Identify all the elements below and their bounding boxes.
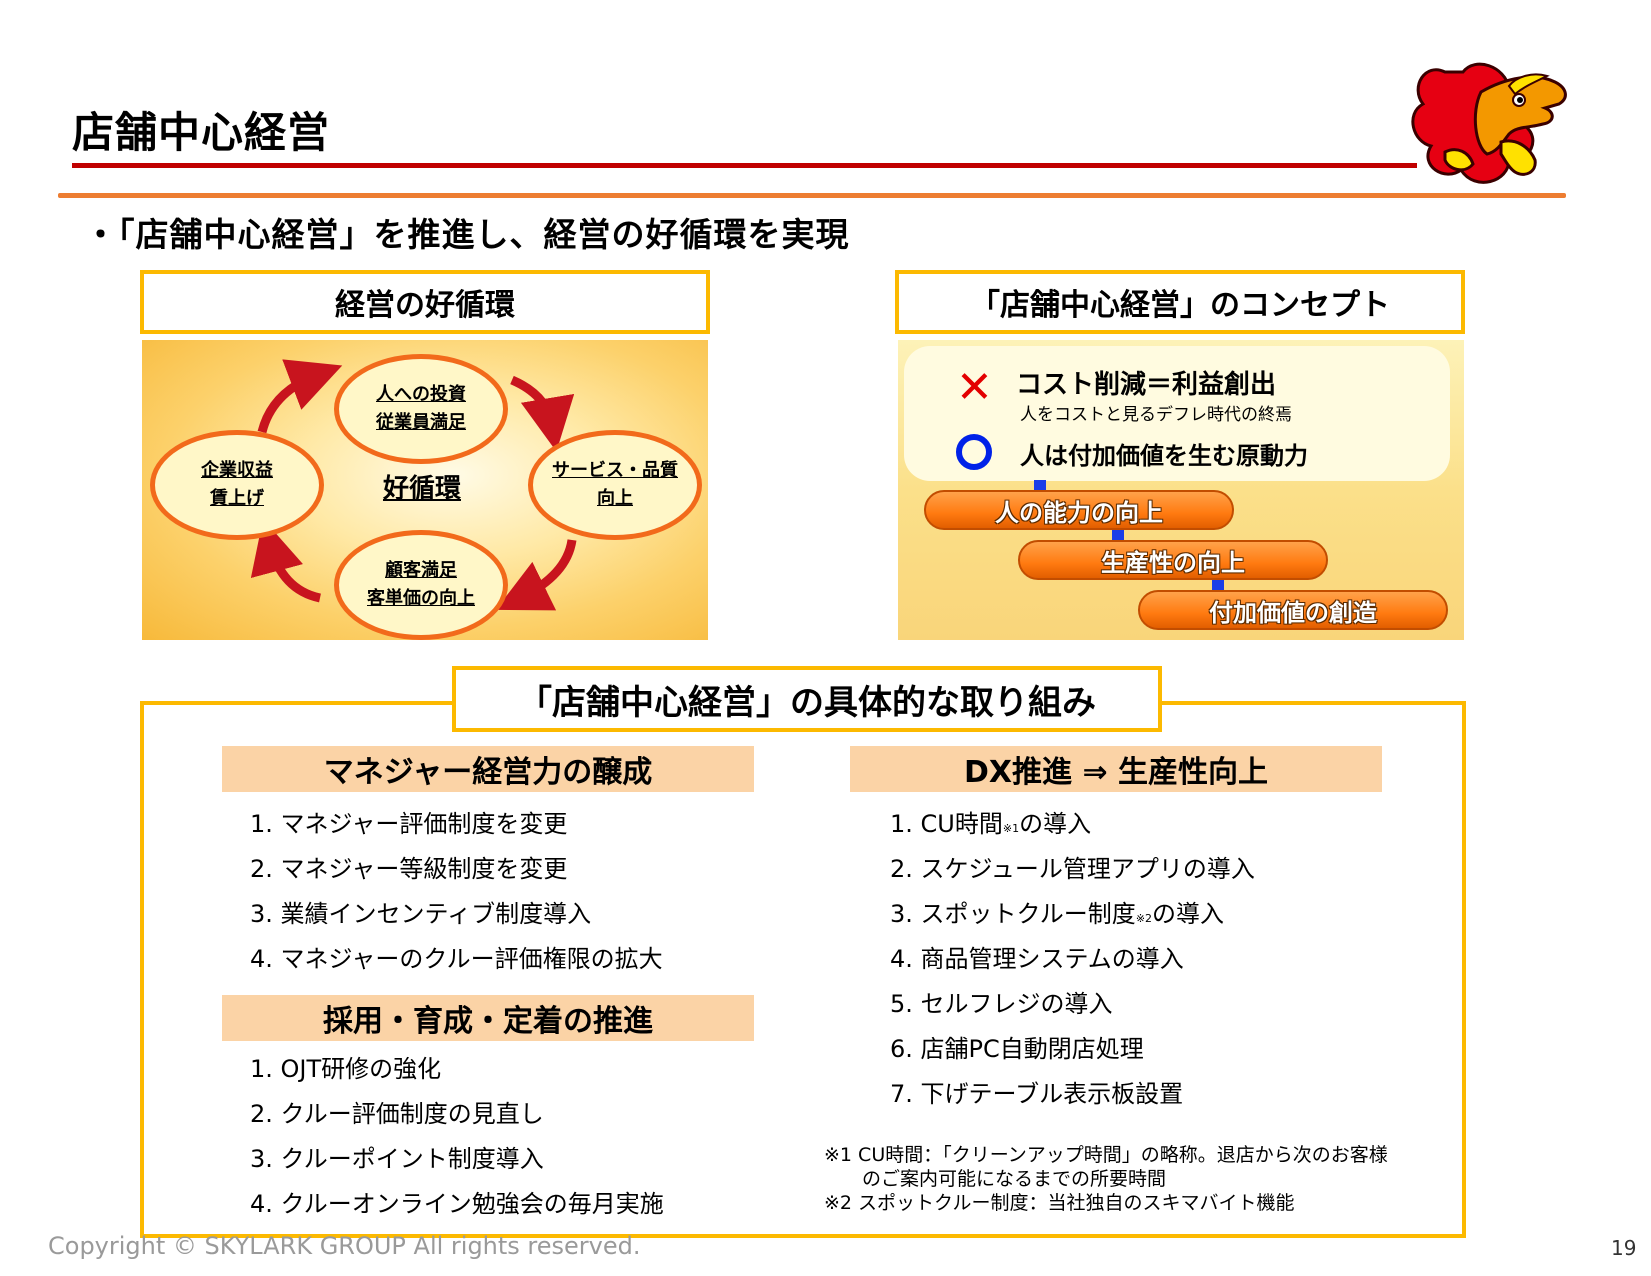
manager-heading: マネジャー経営力の醸成 [222,746,754,792]
list-item: 3. スポットクルー制度※2の導入 [890,900,1225,928]
step-ability: 人の能力の向上 [924,490,1234,530]
footnote-marker: ※2 [1135,912,1153,925]
cycle-arrows [250,359,577,611]
footnotes: ※1 CU時間：「クリーンアップ時間」の略称。退店から次のお客様 のご案内可能に… [824,1143,1388,1215]
cost-line: コスト削減＝利益創出 [1016,370,1277,400]
copyright: Copyright © SKYLARK GROUP All rights res… [48,1232,641,1260]
hiring-heading: 採用・育成・定着の推進 [222,995,754,1041]
step-value-creation: 付加価値の創造 [1138,590,1448,630]
list-item: 1. OJT研修の強化 [250,1055,442,1083]
title-underline [72,163,1417,168]
concept-bubble: ✕ コスト削減＝利益創出 人をコストと見るデフレ時代の終焉 人は付加価値を生む原… [904,346,1450,481]
cycle-node-service: サービス・品質 向上 [528,430,702,540]
cycle-node-profit: 企業収益 賃上げ [150,430,324,540]
step-productivity: 生産性の向上 [1018,540,1328,580]
footnote: ※2 スポットクルー制度：当社独自のスキマバイト機能 [824,1192,1295,1214]
value-line: 人は付加価値を生む原動力 [1020,442,1308,470]
virtuous-cycle-diagram: 人への投資 従業員満足 サービス・品質 向上 顧客満足 客単価の向上 企業収益 … [142,340,708,640]
list-item: 7. 下げテーブル表示板設置 [890,1080,1184,1108]
list-item: 4. クルーオンライン勉強会の毎月実施 [250,1190,664,1218]
cost-subline: 人をコストと見るデフレ時代の終焉 [1020,405,1292,425]
page-title: 店舗中心経営 [72,108,331,157]
list-item: 1. CU時間※1の導入 [890,810,1092,838]
cycle-center-label: 好循環 [382,474,461,504]
cycle-arrow-icon [250,518,322,603]
dx-heading: DX推進 ⇒ 生産性向上 [850,746,1382,792]
list-item: 3. 業績インセンティブ制度導入 [250,900,592,928]
lead-bullet: ・「店舗中心経営」を推進し、経営の好循環を実現 [84,215,850,254]
concept-header: 「店舗中心経営」のコンセプト [895,270,1465,334]
page-number: 19 [1611,1236,1637,1260]
initiatives-header: 「店舗中心経営」の具体的な取り組み [452,666,1162,732]
list-item: 4. マネジャーのクルー評価権限の拡大 [250,945,663,973]
list-item: 2. クルー評価制度の見直し [250,1100,544,1128]
manager-list: 1. マネジャー評価制度を変更 2. マネジャー等級制度を変更 3. 業績インセ… [250,802,663,982]
list-item: 4. 商品管理システムの導入 [890,945,1184,973]
cycle-arrow-icon [510,375,575,452]
hiring-list: 1. OJT研修の強化 2. クルー評価制度の見直し 3. クルーポイント制度導… [250,1047,664,1227]
cycle-node-customer: 顧客満足 客単価の向上 [334,530,508,640]
list-item: 3. クルーポイント制度導入 [250,1145,544,1173]
footnote-marker: ※1 [1002,822,1020,835]
virtuous-cycle-header: 経営の好循環 [140,270,710,334]
footnote: ※1 CU時間：「クリーンアップ時間」の略称。退店から次のお客様 [824,1144,1388,1166]
x-mark-icon: ✕ [956,362,993,413]
list-item: 5. セルフレジの導入 [890,990,1113,1018]
list-item: 6. 店舗PC自動閉店処理 [890,1035,1144,1063]
circle-mark-icon [956,434,992,470]
dx-list: 1. CU時間※1の導入 2. スケジュール管理アプリの導入 3. スポットクル… [890,802,1255,1117]
cycle-arrow-icon [495,539,577,611]
cycle-arrow-icon [257,359,343,434]
concept-diagram: ✕ コスト削減＝利益創出 人をコストと見るデフレ時代の終焉 人は付加価値を生む原… [898,340,1464,640]
cycle-node-investment: 人への投資 従業員満足 [334,354,508,464]
header-divider [58,193,1566,198]
list-item: 1. マネジャー評価制度を変更 [250,810,568,838]
list-item: 2. マネジャー等級制度を変更 [250,855,568,883]
footnote: のご案内可能になるまでの所要時間 [824,1168,1167,1190]
list-item: 2. スケジュール管理アプリの導入 [890,855,1255,883]
mascot-logo [1411,62,1567,184]
